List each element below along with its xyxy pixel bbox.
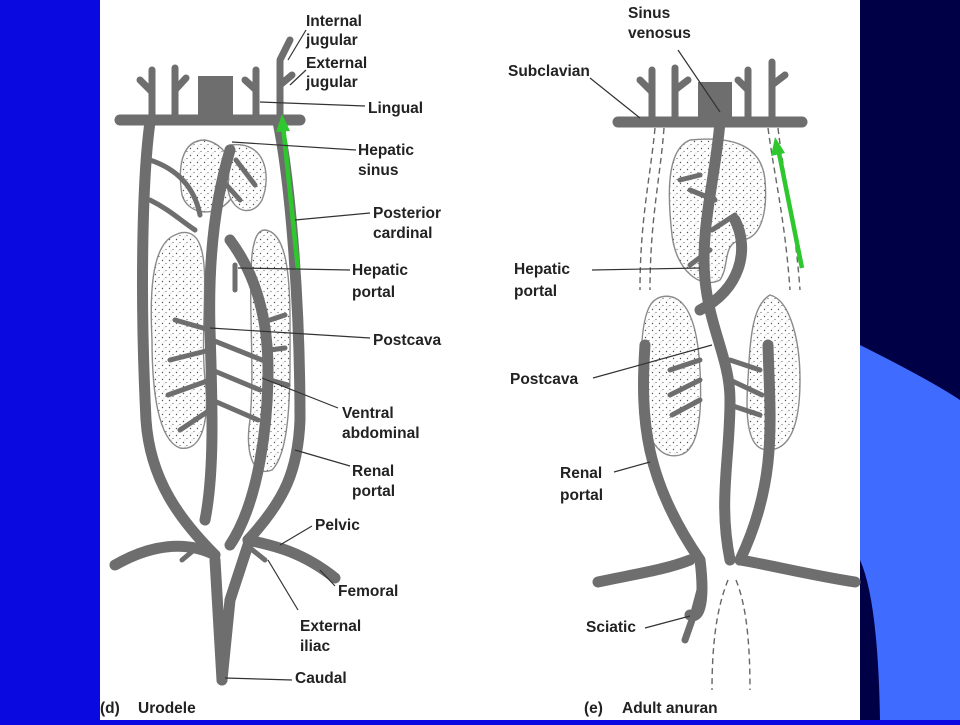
caption-urodele: Urodele — [138, 700, 196, 717]
urodele-sinus-block — [198, 76, 233, 122]
label-renal-portal-right-2: portal — [560, 487, 603, 504]
label-postcava-right: Postcava — [510, 371, 578, 388]
label-subclavian: Subclavian — [508, 63, 590, 80]
label-lingual: Lingual — [368, 100, 423, 117]
label-renal-portal-right: Renal — [560, 465, 602, 482]
label-hepatic-sinus: Hepatic — [358, 142, 414, 159]
label-external-iliac: External — [300, 618, 361, 635]
label-femoral: Femoral — [338, 583, 398, 600]
label-renal-portal-left-2: portal — [352, 483, 395, 500]
label-renal-portal-left: Renal — [352, 463, 394, 480]
label-hepatic-portal-left: Hepatic — [352, 262, 408, 279]
label-hepatic-portal-right: Hepatic — [514, 261, 570, 278]
label-ventral-abdominal: Ventral — [342, 405, 394, 422]
label-sinus-venosus-2: venosus — [628, 25, 691, 42]
label-hepatic-portal-left-2: portal — [352, 284, 395, 301]
anuran-green-arrow — [771, 137, 805, 269]
left-band — [0, 0, 100, 720]
caption-adult-anuran: Adult anuran — [622, 700, 718, 717]
label-sinus-venosus: Sinus — [628, 5, 670, 22]
label-hepatic-sinus-2: sinus — [358, 162, 398, 179]
caption-letter-d: (d) — [100, 700, 120, 717]
label-postcava-left: Postcava — [373, 332, 441, 349]
caption-letter-e: (e) — [584, 700, 603, 717]
label-pelvic: Pelvic — [315, 517, 360, 534]
urodele-green-arrow — [276, 114, 301, 271]
urodele-diagram: Internal jugular External jugular Lingua… — [100, 13, 441, 717]
label-internal-jugular-2: jugular — [305, 32, 358, 49]
label-ventral-abdominal-2: abdominal — [342, 425, 420, 442]
label-posterior-cardinal: Posterior — [373, 205, 441, 222]
label-hepatic-portal-right-2: portal — [514, 283, 557, 300]
anuran-diagram: Sinus venosus Subclavian Hepatic portal … — [508, 5, 861, 717]
label-sciatic: Sciatic — [586, 619, 636, 636]
label-internal-jugular: Internal — [306, 13, 362, 30]
label-posterior-cardinal-2: cardinal — [373, 225, 432, 242]
urodele-kidney-left — [150, 231, 208, 449]
label-external-jugular: External — [306, 55, 367, 72]
right-band-light — [860, 345, 960, 720]
label-caudal: Caudal — [295, 670, 347, 687]
label-external-iliac-2: iliac — [300, 638, 331, 655]
label-external-jugular-2: jugular — [305, 74, 358, 91]
